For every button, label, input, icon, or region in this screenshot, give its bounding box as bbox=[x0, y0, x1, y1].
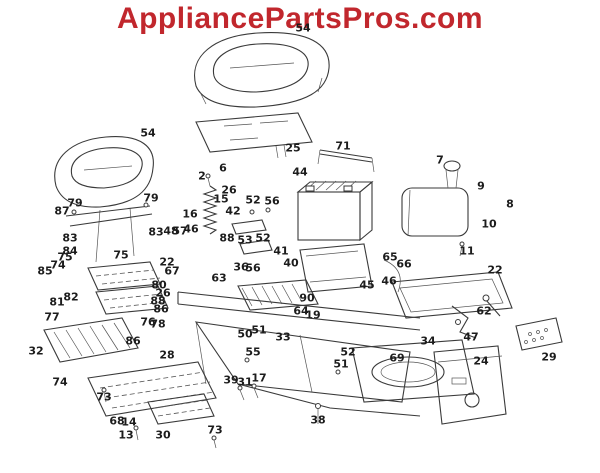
main-frame bbox=[177, 291, 421, 417]
fender-plate bbox=[351, 339, 475, 403]
seat-spring bbox=[202, 173, 218, 235]
seat-top bbox=[194, 32, 330, 108]
rear-bracket bbox=[433, 345, 507, 425]
seat-left bbox=[54, 136, 154, 208]
battery bbox=[296, 180, 374, 242]
footrest-plate bbox=[43, 317, 139, 363]
running-boards bbox=[87, 361, 217, 425]
linkage-brackets bbox=[231, 207, 273, 255]
fuel-tank bbox=[401, 160, 469, 257]
hatched-shelf bbox=[237, 279, 319, 311]
battery-rod bbox=[317, 149, 375, 173]
small-plate bbox=[515, 317, 563, 351]
hardware-fasteners bbox=[133, 383, 321, 449]
battery-tray bbox=[299, 243, 373, 293]
deck-plate bbox=[383, 259, 513, 339]
seat-bracket bbox=[195, 112, 313, 159]
seat-slide-plates bbox=[65, 202, 169, 315]
site-title: AppliancePartsPros.com bbox=[116, 2, 484, 35]
